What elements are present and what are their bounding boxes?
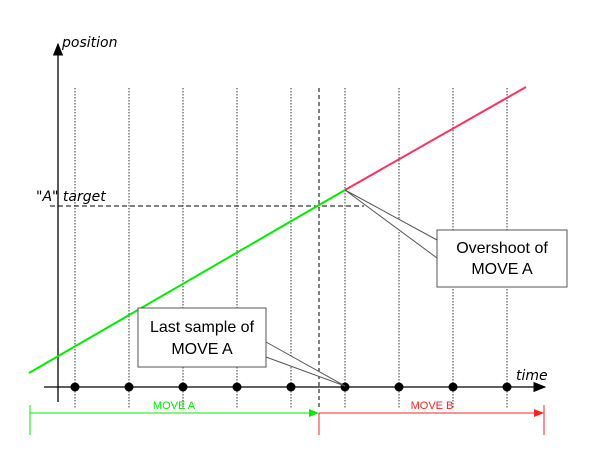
move-a-label: MOVE A bbox=[153, 400, 196, 412]
last-sample-text-2: MOVE A bbox=[171, 341, 233, 358]
move-b-line bbox=[344, 86, 527, 191]
last-sample-pointer bbox=[265, 341, 346, 387]
sample-point bbox=[394, 382, 404, 392]
sample-point bbox=[124, 382, 134, 392]
sample-point bbox=[70, 382, 80, 392]
last-sample-text-1: Last sample of bbox=[150, 319, 255, 336]
last-sample-callout bbox=[137, 307, 267, 368]
x-axis-label: time bbox=[516, 368, 548, 384]
sample-point bbox=[502, 382, 512, 392]
sample-point bbox=[178, 382, 188, 392]
overshoot-callout bbox=[436, 229, 568, 288]
move-b-label: MOVE B bbox=[411, 400, 454, 412]
sample-point bbox=[232, 382, 242, 392]
overshoot-pointer bbox=[344, 189, 438, 259]
overshoot-text-1: Overshoot of bbox=[456, 240, 548, 257]
sample-point bbox=[286, 382, 296, 392]
overshoot-text-2: MOVE A bbox=[471, 261, 533, 278]
sample-point bbox=[448, 382, 458, 392]
move-a-line bbox=[28, 189, 346, 374]
target-label: "A" target bbox=[36, 189, 106, 205]
sample-points bbox=[70, 382, 512, 392]
y-axis-label: position bbox=[61, 35, 117, 51]
